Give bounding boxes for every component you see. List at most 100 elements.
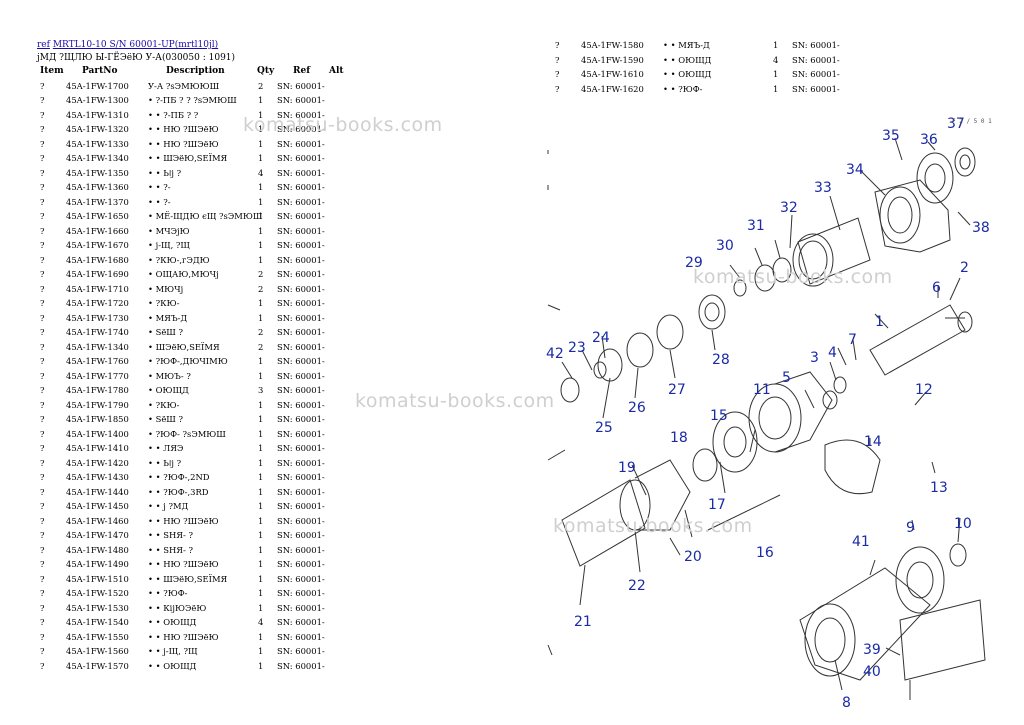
row-item: ? [40, 428, 45, 439]
row-qty: 4 [258, 167, 264, 178]
row-description: • • ?- [148, 196, 171, 207]
row-ref: SN: 60001- [277, 153, 325, 163]
row-partno: 45A-1FW-1360 [66, 182, 129, 192]
reference-line: ref MRTL10-10 S/N 60001-UP(mrtl10jl) [37, 40, 218, 50]
row-partno: 45A-1FW-1690 [66, 269, 129, 279]
callout-19: 19 [618, 460, 636, 476]
callout-41: 41 [852, 534, 870, 550]
row-item: ? [40, 588, 45, 598]
callout-4: 4 [828, 345, 837, 361]
row-qty: 1 [258, 254, 264, 265]
row-partno: 45A-1FW-1710 [66, 283, 129, 294]
row-ref: SN: 60001- [277, 327, 325, 337]
row-item: ? [40, 80, 45, 91]
callout-7: 7 [848, 332, 857, 348]
callout-20: 20 [684, 549, 702, 565]
callout-32: 32 [780, 200, 798, 216]
row-item: ? [40, 443, 45, 453]
row-qty: 1 [773, 40, 779, 50]
row-partno: 45A-1FW-1770 [66, 370, 129, 381]
callout-39: 39 [863, 642, 881, 658]
row-item: ? [40, 109, 45, 120]
cap-part-21 [561, 479, 646, 567]
row-ref: SN: 60001- [277, 240, 325, 250]
row-item: ? [40, 660, 45, 671]
row-description: • • ?- [148, 182, 171, 192]
row-ref: SN: 60001- [277, 414, 325, 424]
row-partno: 45A-1FW-1340 [66, 341, 129, 352]
row-description: • МЮЧј [148, 283, 184, 294]
row-description: • • ?ЮФ- [148, 588, 188, 598]
row-ref: SN: 60001- [277, 298, 325, 308]
row-description: • • ?ЮФ-,3RD [148, 486, 209, 497]
row-qty: 1 [258, 370, 264, 381]
callout-23: 23 [568, 340, 586, 356]
row-qty: 1 [258, 196, 264, 207]
row-description: • МЧЭјЮ [148, 225, 190, 236]
row-qty: 1 [258, 428, 264, 439]
row-ref: SN: 60001- [277, 443, 325, 453]
row-item: ? [40, 646, 45, 656]
row-ref: SN: 60001- [277, 559, 325, 569]
row-partno: 45A-1FW-1520 [66, 588, 129, 598]
row-description: • • Ьǀј ? [148, 167, 182, 178]
row-qty: 1 [258, 356, 264, 366]
callout-30: 30 [716, 238, 734, 254]
row-ref: SN: 60001- [277, 370, 325, 381]
callout-22: 22 [628, 578, 646, 594]
row-item: ? [555, 54, 560, 65]
row-description: • • НЮ ?ШЭёЮ [148, 631, 219, 642]
ref-prefix-link[interactable]: ref [37, 40, 50, 50]
callout-18: 18 [670, 430, 688, 446]
row-ref: SN: 60001- [277, 501, 325, 511]
row-qty: 1 [258, 399, 264, 410]
row-ref: SN: 60001- [277, 95, 325, 105]
row-partno: 45A-1FW-1430 [66, 472, 129, 482]
row-ref: SN: 60001- [277, 167, 325, 178]
row-qty: 1 [258, 225, 264, 236]
callout-15: 15 [710, 408, 728, 424]
row-partno: 45A-1FW-1740 [66, 327, 129, 337]
row-item: ? [40, 486, 45, 497]
row-partno: 45A-1FW-1410 [66, 443, 129, 453]
model-link[interactable]: MRTL10-10 S/N 60001-UP(mrtl10jl) [52, 40, 219, 50]
row-partno: 45A-1FW-1350 [66, 167, 129, 178]
row-partno: 45A-1FW-1400 [66, 428, 129, 439]
row-partno: 45A-1FW-1510 [66, 573, 129, 584]
row-ref: SN: 60001- [277, 225, 325, 236]
row-ref: SN: 60001- [277, 341, 325, 352]
row-description: • • ОЮЩД [663, 54, 712, 65]
row-partno: 45A-1FW-1460 [66, 515, 129, 526]
row-description: • ОЩАЮ,МЮЧј [148, 269, 219, 279]
callout-26: 26 [628, 400, 646, 416]
row-partno: 45A-1FW-1590 [581, 54, 644, 65]
row-description: • • НЮ ?ШЭёЮ [148, 138, 219, 149]
row-description: • • КіјЮЭёЮ [148, 602, 207, 613]
row-description: • • SНЯ- ? [148, 544, 193, 555]
row-ref: SN: 60001- [277, 617, 325, 627]
callout-16: 16 [756, 545, 774, 561]
row-item: ? [40, 472, 45, 482]
row-partno: 45A-1FW-1300 [66, 95, 129, 105]
housing-part-34 [874, 179, 951, 253]
callout-14: 14 [864, 434, 882, 450]
callout-6: 6 [932, 280, 941, 296]
parts-table: Item PartNo Description Qty Ref Alt ?45A… [40, 40, 840, 671]
row-ref: SN: 60001- [277, 660, 325, 671]
row-qty: 1 [258, 501, 264, 511]
callout-24: 24 [592, 330, 610, 346]
row-item: ? [40, 356, 45, 366]
row-description: • • НЮ ?ШЭёЮ [148, 515, 219, 526]
header-partno: PartNo [82, 66, 118, 76]
row-partno: 45A-1FW-1620 [581, 83, 644, 94]
